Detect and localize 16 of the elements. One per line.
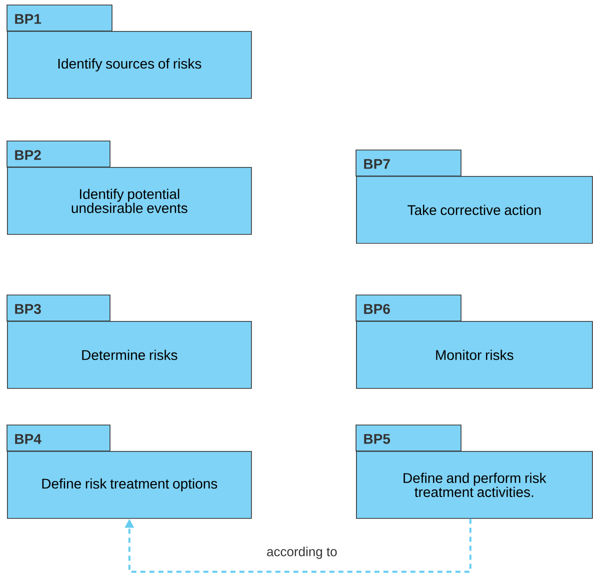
node-label: BP6 bbox=[364, 304, 390, 314]
node-label: BP4 bbox=[15, 434, 42, 444]
package-box: Identify potential undesirable events BP2 bbox=[6, 140, 252, 235]
package-box: Identify sources of risks BP1 bbox=[6, 4, 252, 99]
arrow bbox=[124, 518, 472, 573]
edge-label: according to bbox=[266, 546, 338, 560]
package-box: Define and perform risk treatment activities. BP5 bbox=[356, 424, 593, 519]
package-box: Determine risks BP3 bbox=[6, 294, 252, 389]
package-box: Define risk treatment options BP4 bbox=[6, 424, 252, 519]
node-label: BP5 bbox=[364, 434, 390, 444]
node-label: BP3 bbox=[15, 304, 41, 314]
package-box: Monitor risks BP6 bbox=[356, 294, 593, 389]
node-label: BP2 bbox=[15, 150, 41, 160]
package-box: Take corrective action BP7 bbox=[356, 150, 593, 244]
node-label: BP7 bbox=[364, 159, 390, 169]
node-label: BP1 bbox=[15, 14, 42, 24]
